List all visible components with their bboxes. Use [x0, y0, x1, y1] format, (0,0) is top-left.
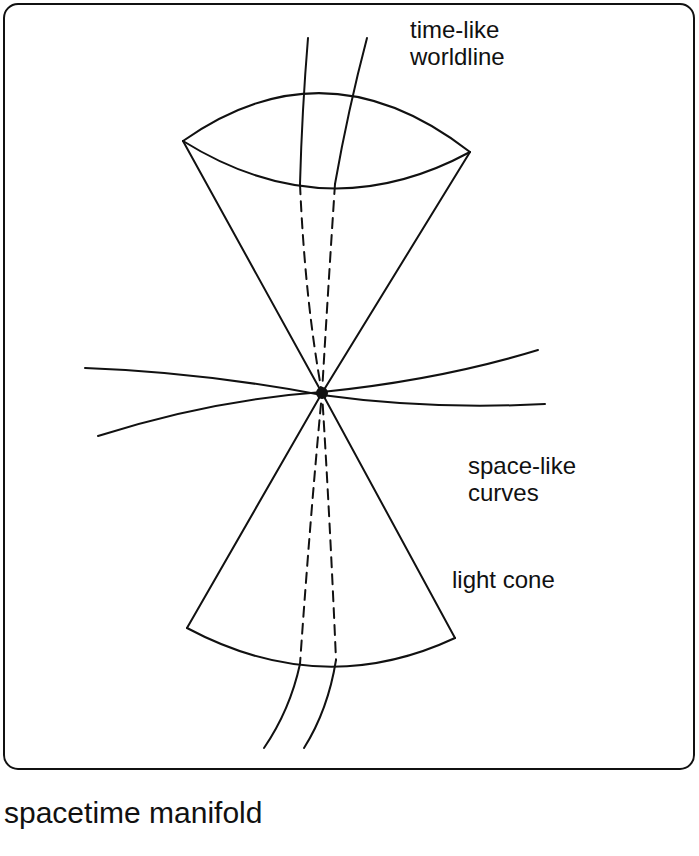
worldline-dashed	[300, 184, 322, 664]
worldline-solid	[335, 38, 367, 184]
worldline-solid	[300, 38, 308, 184]
spacelike-label: space-like curves	[468, 452, 598, 506]
spacelike-curve	[85, 368, 545, 406]
worldline-solid	[304, 660, 336, 748]
figure-caption: spacetime manifold	[4, 796, 262, 830]
cone-lower-sides	[187, 393, 455, 638]
cone-lower-rim	[187, 628, 455, 667]
worldline-label: time-like worldline	[410, 16, 535, 70]
worldline-dashed	[322, 184, 336, 660]
cone-upper-sides	[183, 141, 470, 393]
spacelike-curve	[98, 350, 538, 436]
worldline-solid	[264, 664, 300, 748]
manifold-frame	[4, 4, 694, 769]
cone-upper-rim-back	[183, 93, 470, 152]
cone-upper-rim-front	[183, 141, 470, 188]
event-point	[316, 387, 328, 399]
lightcone-label: light cone	[452, 566, 652, 593]
